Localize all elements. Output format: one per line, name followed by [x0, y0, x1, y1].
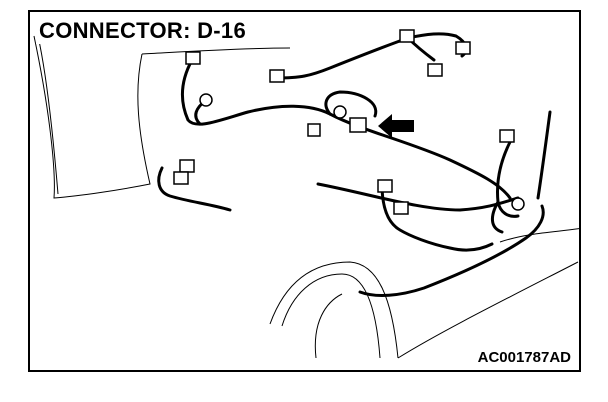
connector [185, 51, 201, 65]
wiring-harness-illustration [33, 29, 579, 359]
ground-terminal [199, 93, 213, 107]
ground-terminal [511, 197, 525, 211]
connector [377, 179, 393, 193]
vehicle-body-outline [33, 35, 579, 359]
ground-terminal [333, 105, 347, 119]
connector [455, 41, 471, 55]
connector [269, 69, 285, 83]
connector [427, 63, 443, 77]
figure-title: CONNECTOR: D-16 [36, 18, 250, 44]
diagram-frame: CONNECTOR: D-16 AC001787AD [28, 10, 581, 372]
figure-code: AC001787AD [475, 349, 573, 366]
harness-wires [157, 32, 552, 297]
connector [499, 129, 515, 143]
connector-d16 [349, 117, 367, 133]
pointer-arrow-icon [378, 114, 414, 138]
connector-blocks [173, 29, 525, 215]
connector [307, 123, 321, 137]
connector [173, 171, 189, 185]
connector [179, 159, 195, 173]
connector [399, 29, 415, 43]
connector [393, 201, 409, 215]
